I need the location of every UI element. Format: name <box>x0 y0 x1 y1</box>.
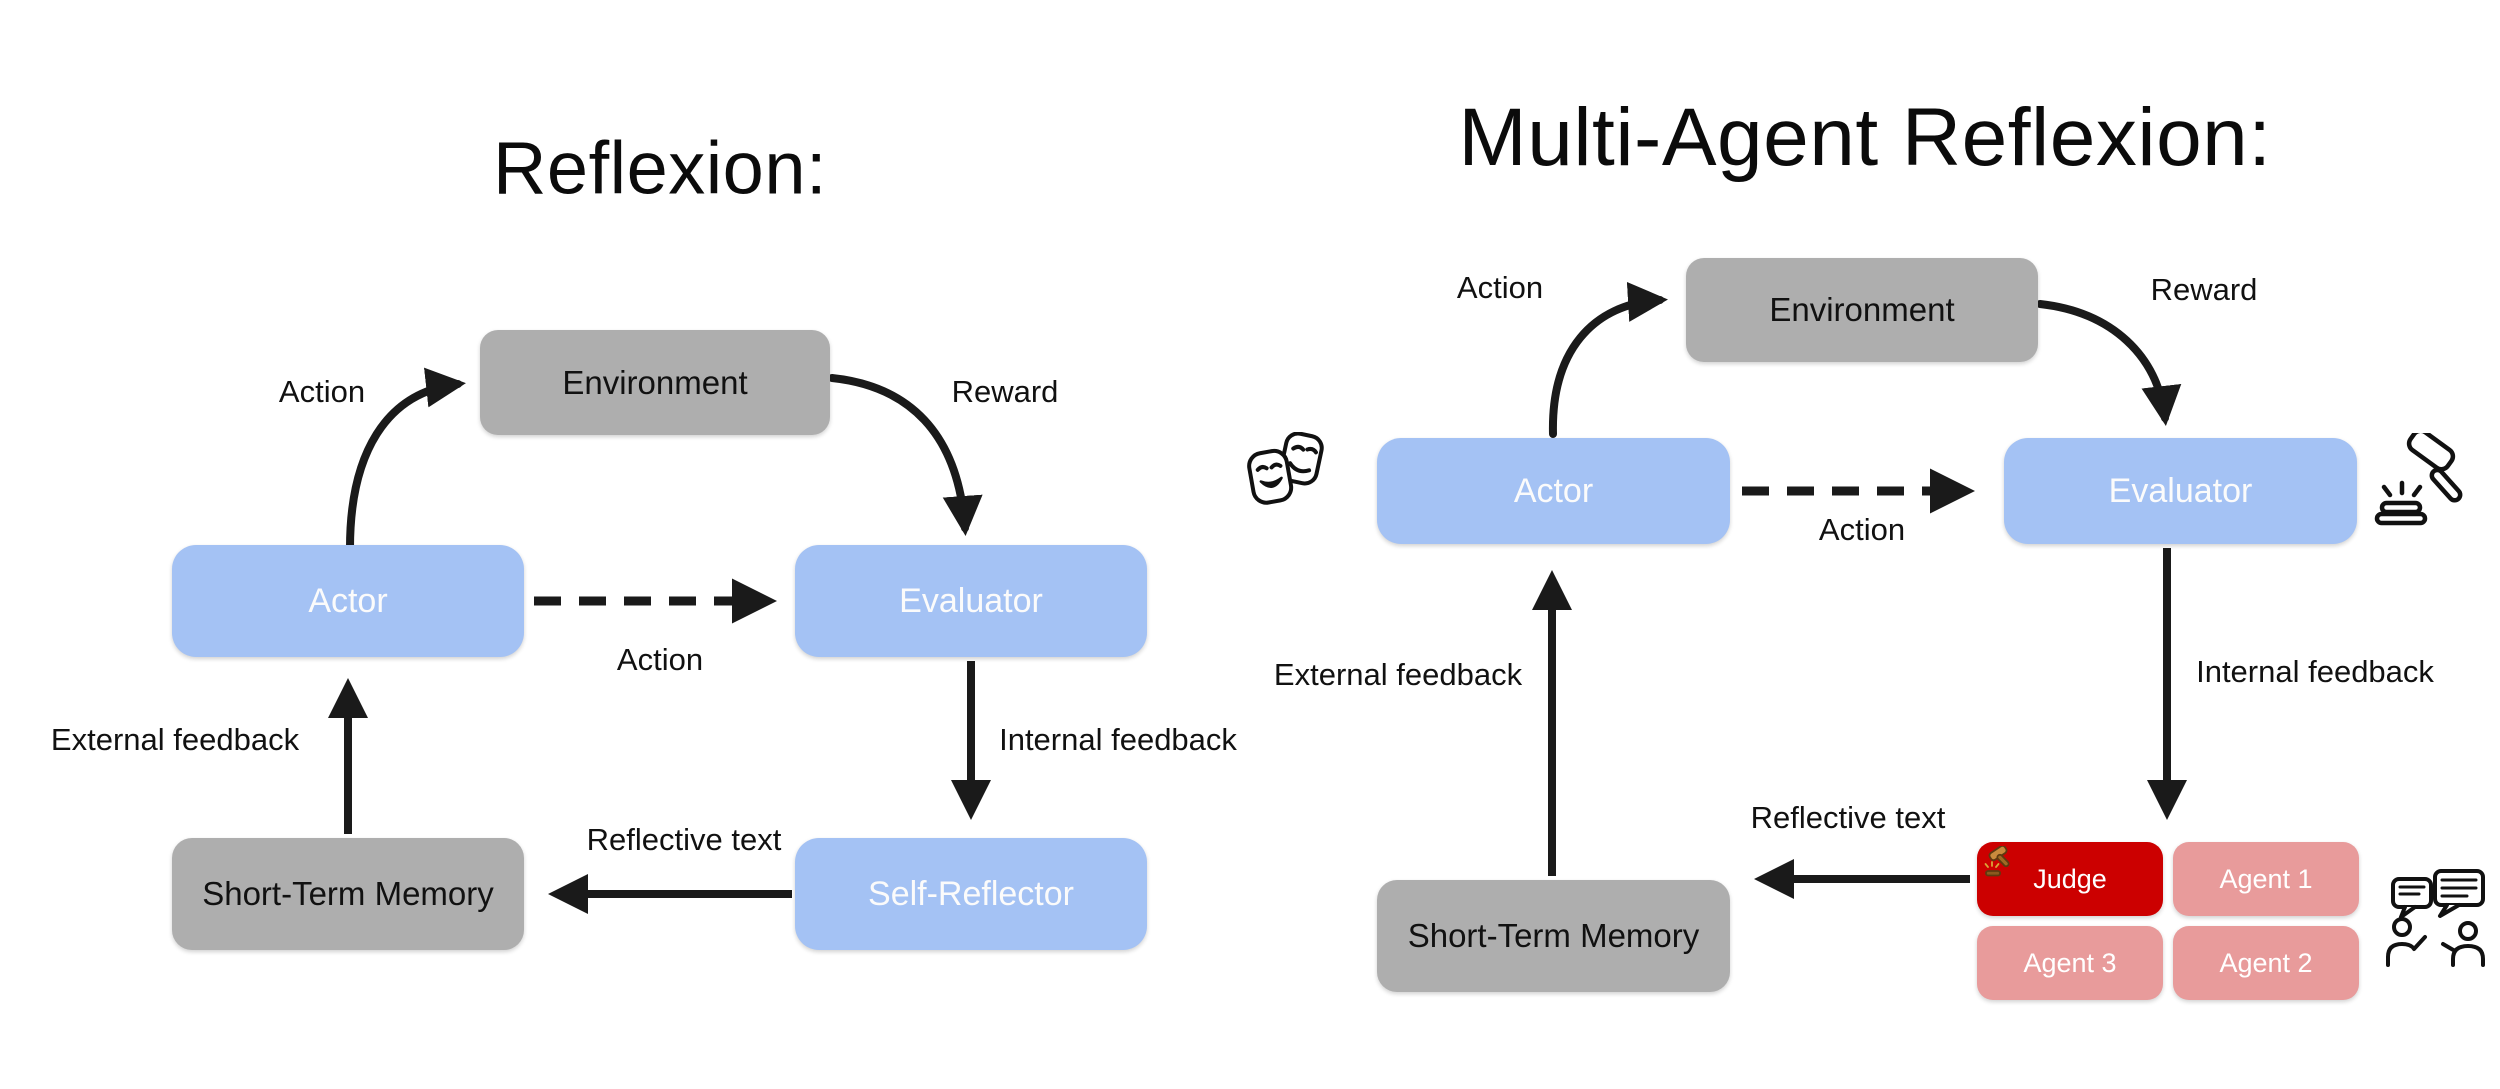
left-reflective-text-label: Reflective text <box>586 822 782 857</box>
gavel-icon <box>2374 433 2463 526</box>
right-external-feedback-label: External feedback <box>1273 657 1523 692</box>
right-action-arrow <box>1548 281 1668 438</box>
left-action-top-label: Action <box>278 374 366 409</box>
right-agent3-node: Agent 3 <box>1977 926 2163 1000</box>
right-agent1-label: Agent 1 <box>2219 863 2313 894</box>
right-action-top-label: Action <box>1456 270 1544 305</box>
theater-masks-icon <box>1247 432 1324 505</box>
right-agent2-node: Agent 2 <box>2173 926 2359 1000</box>
left-short-term-memory-label: Short-Term Memory <box>202 875 494 912</box>
right-judge-label: Judge <box>2033 863 2107 894</box>
left-environment-node: Environment <box>480 330 830 435</box>
right-internal-feedback-label: Internal feedback <box>2196 654 2434 689</box>
right-environment-node: Environment <box>1686 258 2038 362</box>
left-actor-label: Actor <box>308 581 388 620</box>
right-agent3-label: Agent 3 <box>2023 947 2117 978</box>
right-evaluator-label: Evaluator <box>2108 471 2253 510</box>
right-short-term-memory-label: Short-Term Memory <box>1407 917 1700 954</box>
left-actor-node: Actor <box>172 545 524 657</box>
left-action-mid-label: Action <box>616 642 704 677</box>
left-reward-label: Reward <box>951 374 1059 409</box>
right-actor-node: Actor <box>1377 438 1730 544</box>
right-reward-label: Reward <box>2150 272 2258 307</box>
right-action-mid-label: Action <box>1818 512 1906 547</box>
left-self-reflector-label: Self-Reflector <box>868 874 1074 913</box>
left-diagram-title: Reflexion: <box>492 126 828 210</box>
right-environment-label: Environment <box>1769 291 1955 328</box>
right-actor-label: Actor <box>1513 471 1594 510</box>
right-reflective-text-label: Reflective text <box>1750 800 1946 835</box>
right-diagram-title: Multi-Agent Reflexion: <box>1458 92 2272 183</box>
right-reward-arrow <box>2036 300 2182 426</box>
left-self-reflector-node: Self-Reflector <box>795 838 1147 950</box>
right-evaluator-node: Evaluator <box>2004 438 2357 544</box>
left-action-arrow <box>346 367 466 552</box>
left-evaluator-node: Evaluator <box>795 545 1147 657</box>
left-evaluator-label: Evaluator <box>899 581 1043 620</box>
left-reward-arrow <box>828 374 983 536</box>
judge-gavel-icon <box>1984 846 2010 877</box>
discussion-icon <box>2386 869 2485 967</box>
right-short-term-memory-node: Short-Term Memory <box>1377 880 1730 992</box>
right-agent1-node: Agent 1 <box>2173 842 2359 916</box>
left-internal-feedback-label: Internal feedback <box>999 722 1237 757</box>
right-judge-node: Judge <box>1977 842 2163 916</box>
left-external-feedback-label: External feedback <box>50 722 300 757</box>
left-environment-label: Environment <box>562 363 748 401</box>
right-agent2-label: Agent 2 <box>2219 947 2313 978</box>
left-short-term-memory-node: Short-Term Memory <box>172 838 524 950</box>
